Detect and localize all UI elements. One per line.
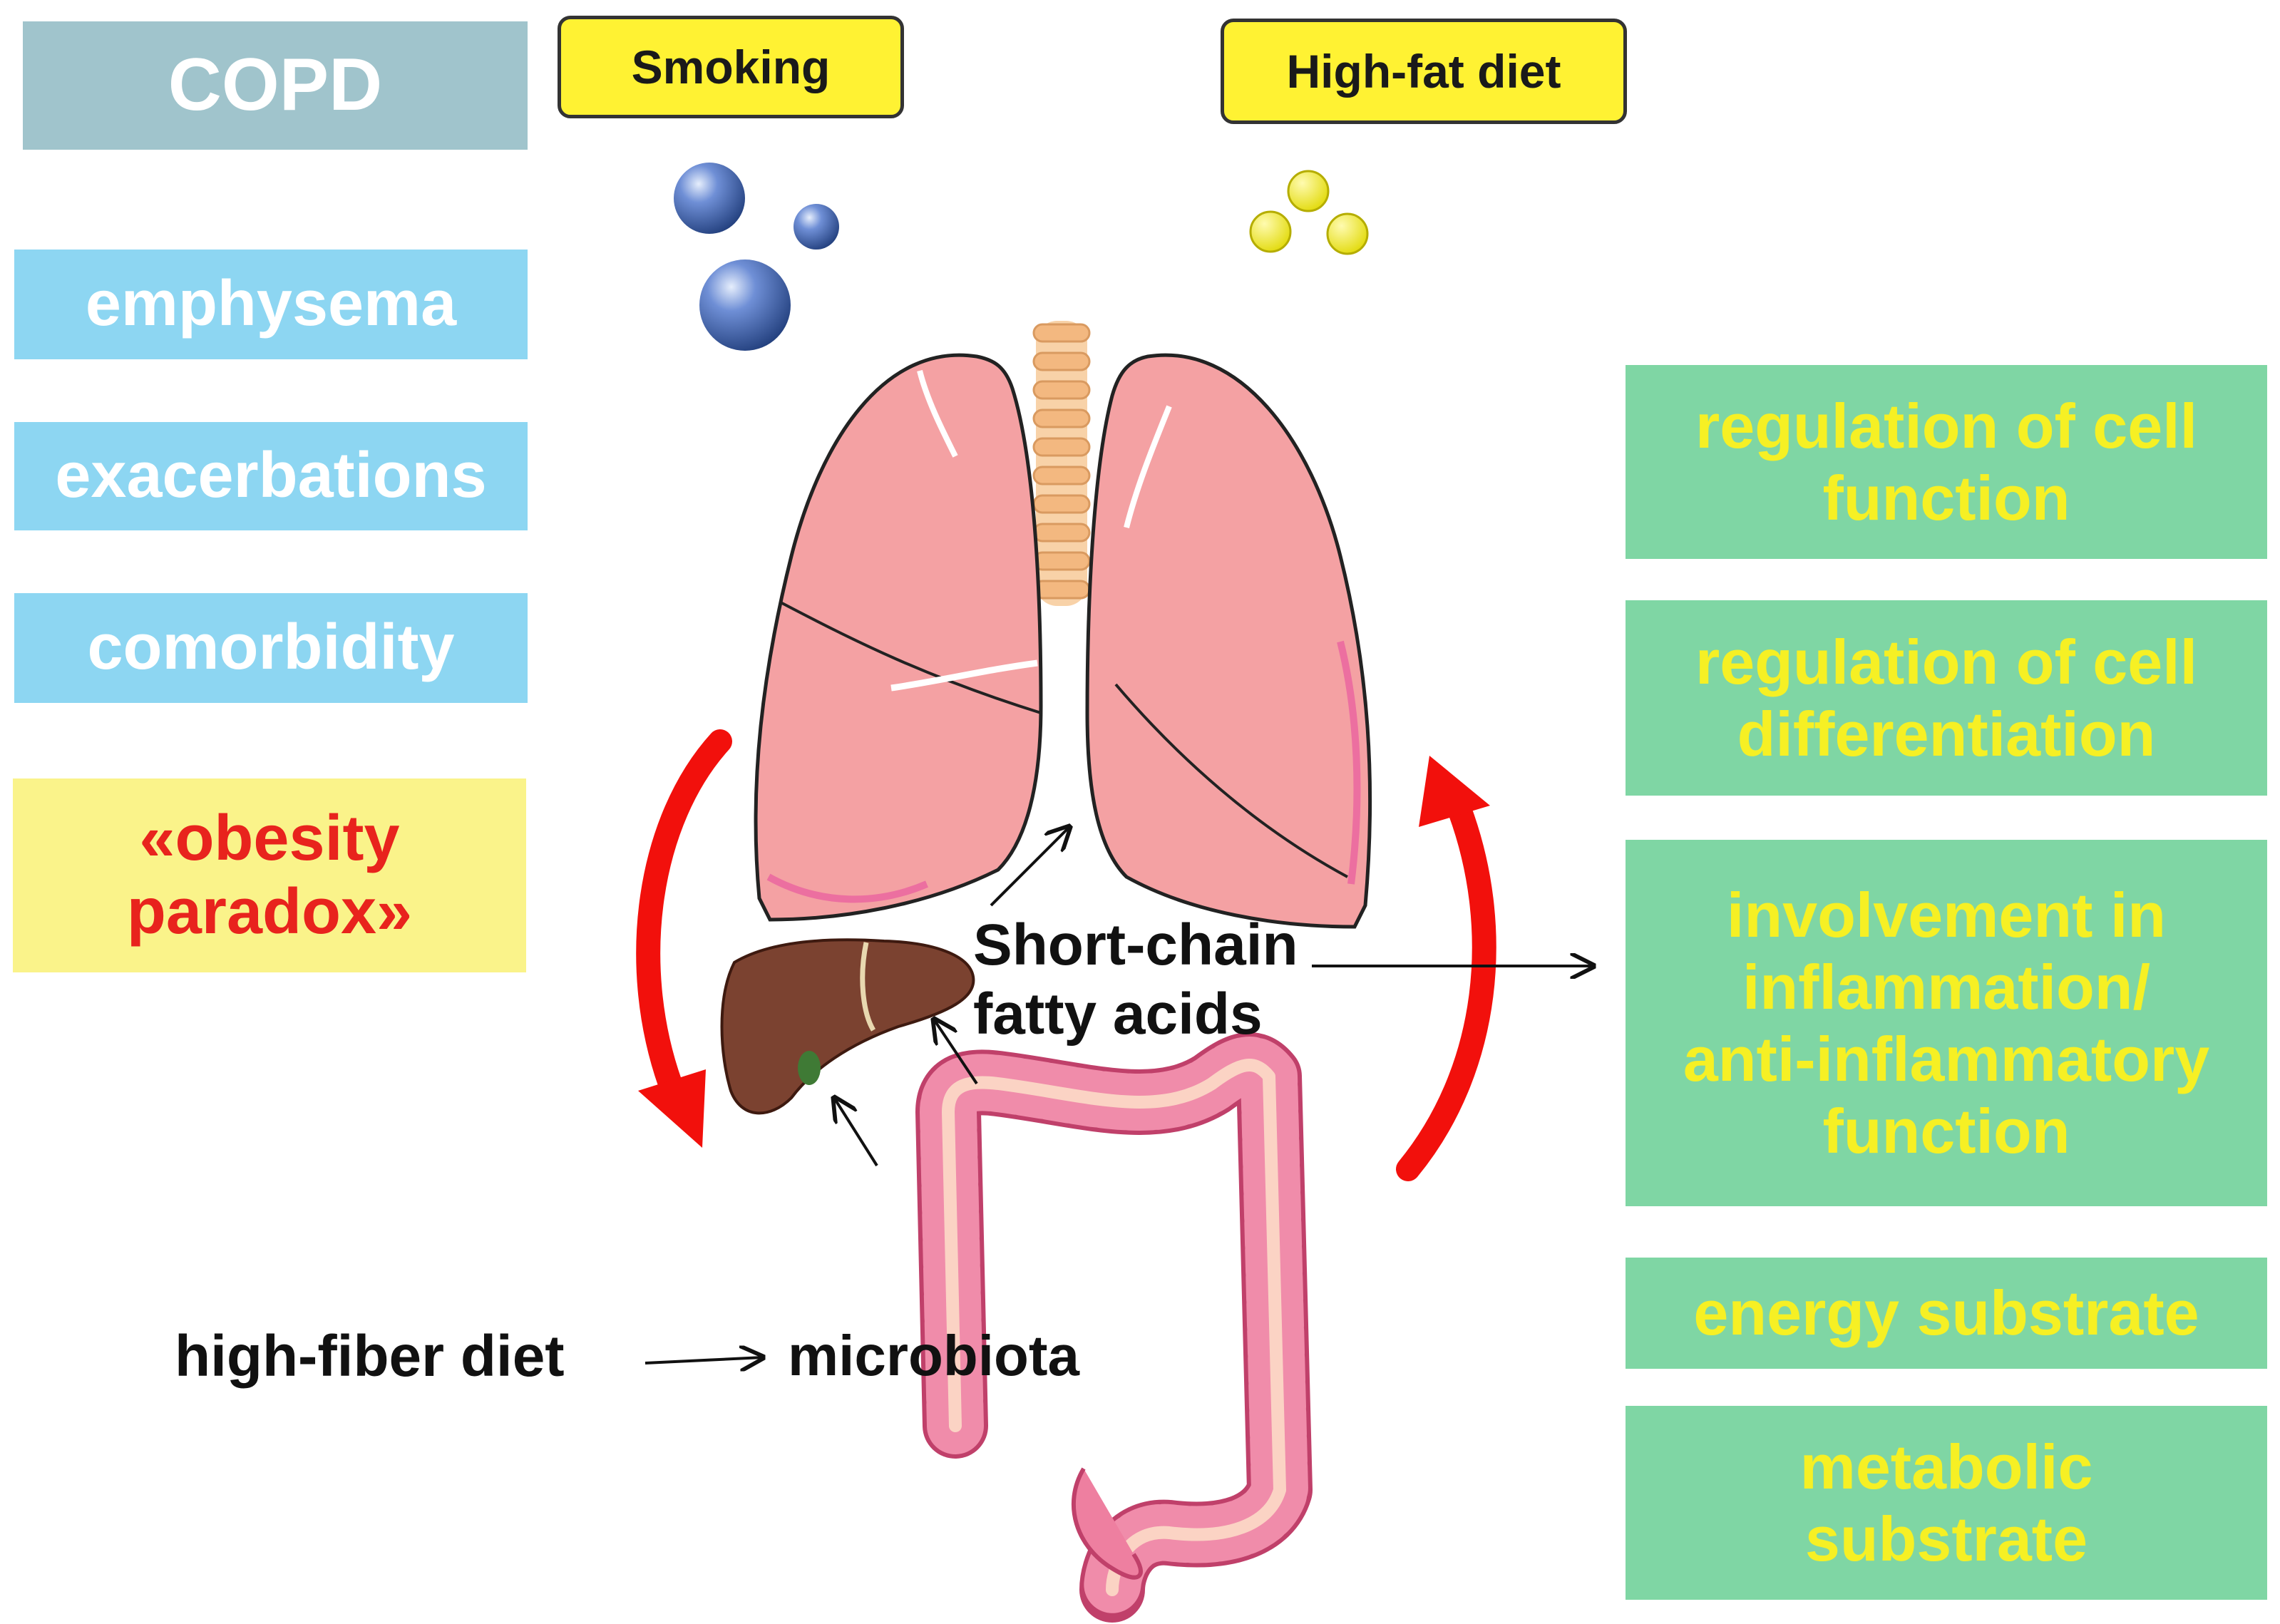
copd-title: COPD [168, 43, 383, 127]
symptom-box-comorbidity: comorbidity [14, 593, 528, 703]
smoke-particle-icon [674, 163, 839, 351]
symptom-exacerbations: exacerbations [55, 440, 487, 512]
symptom-comorbidity: comorbidity [87, 612, 455, 684]
obesity-paradox-line-1: «obesity [139, 802, 400, 874]
lungs-icon [754, 353, 1372, 929]
function-3-line-4: function [1822, 1096, 2070, 1167]
function-box-energy-substrate: energy substrate [1626, 1258, 2267, 1369]
function-4-line-1: energy substrate [1693, 1278, 2199, 1349]
function-5-line-1: metabolic [1799, 1431, 2093, 1502]
high-fat-diet-label: High-fat diet [1286, 45, 1561, 98]
colon-icon [915, 1032, 1313, 1623]
colon-to-liver-arrow [934, 1019, 978, 1085]
function-1-line-1: regulation of cell [1695, 390, 2198, 461]
symptom-box-exacerbations: exacerbations [14, 422, 528, 530]
obesity-paradox-line-2: paradox» [126, 876, 413, 947]
symptom-box-emphysema: emphysema [14, 250, 528, 359]
colon-to-liver-lower-arrow [834, 1098, 878, 1167]
high-fat-diet-pill: High-fat diet [1221, 19, 1627, 124]
function-5-line-2: substrate [1804, 1504, 2088, 1574]
trachea-icon [1032, 321, 1091, 606]
smoking-pill: Smoking [558, 16, 904, 118]
function-2-line-1: regulation of cell [1695, 626, 2198, 697]
copd-title-box: COPD [23, 21, 528, 150]
scfa-to-lungs-arrow [990, 827, 1069, 907]
function-box-inflammation: involvement in inflammation/ anti-inflam… [1626, 840, 2267, 1206]
scfa-line-2: fatty acids [973, 981, 1263, 1047]
cycle-arrow-left [636, 729, 732, 1148]
scfa-label: Short-chain fatty acids [973, 911, 1298, 1049]
fiber-to-microbiota-arrow [645, 1357, 763, 1363]
function-box-cell-differentiation: regulation of cell differentiation [1626, 600, 2267, 796]
scfa-line-1: Short-chain [973, 913, 1298, 977]
function-2-line-2: differentiation [1737, 699, 2156, 769]
function-box-cell-function: regulation of cell function [1626, 365, 2267, 559]
microbiota-label: microbiota [788, 1324, 1079, 1387]
smoking-label: Smoking [631, 41, 831, 93]
symptom-emphysema: emphysema [85, 268, 457, 340]
function-3-line-3: anti-inflammatory [1683, 1024, 2210, 1094]
obesity-paradox-box: «obesity paradox» [13, 778, 526, 972]
cycle-arrow-right [1396, 756, 1496, 1181]
fat-droplet-icon [1249, 170, 1369, 255]
function-box-metabolic-substrate: metabolic substrate [1626, 1406, 2267, 1600]
high-fiber-diet-label: high-fiber diet [175, 1324, 565, 1389]
function-3-line-2: inflammation/ [1742, 951, 2151, 1022]
function-3-line-1: involvement in [1726, 879, 2167, 950]
liver-icon [720, 938, 975, 1115]
function-1-line-2: function [1822, 463, 2070, 533]
